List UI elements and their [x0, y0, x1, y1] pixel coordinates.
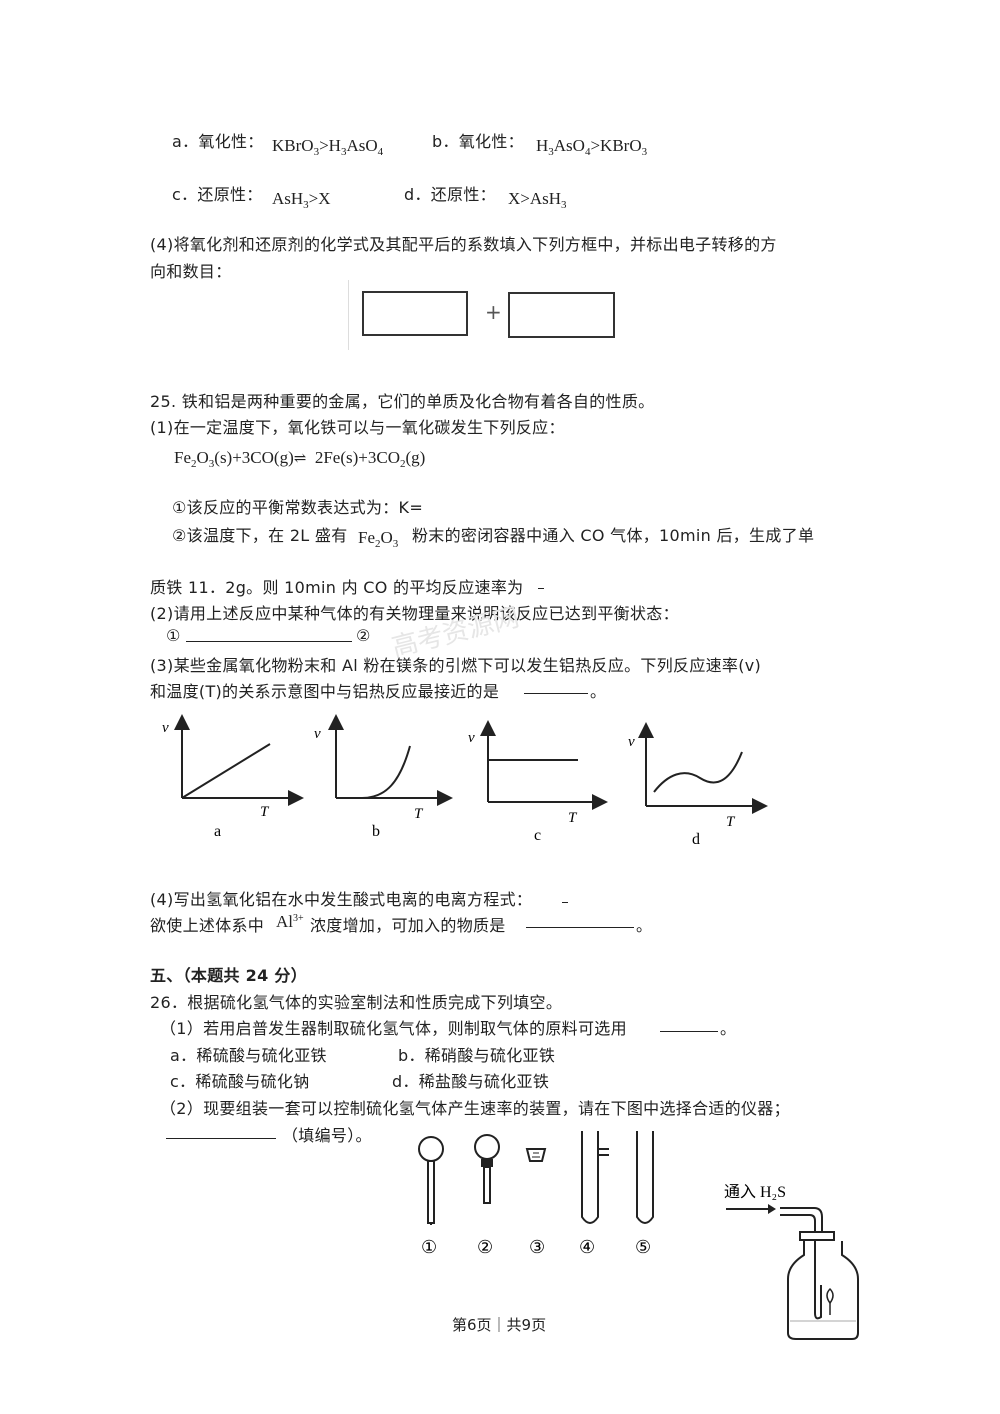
q25-part3-line2: 和温度(T)的关系示意图中与铝热反应最接近的是 — [150, 682, 500, 701]
q26-part1-blank[interactable] — [660, 1031, 718, 1032]
rate-answer-blank[interactable] — [538, 588, 544, 589]
graph-b-curve — [336, 745, 411, 799]
q26-part2: （2）现要组装一套可以控制硫化氢气体产生速率的装置，请在下图中选择合适的仪器； — [160, 1099, 790, 1118]
q26-opt-b: b．稀硝酸与硫化亚铁 — [398, 1046, 556, 1065]
q25-part3-line1: (3)某些金属氧化物粉末和 Al 粉在镁条的引燃下可以发生铝热反应。下列反应速率… — [150, 656, 762, 675]
q26-opt-d: d．稀盐酸与硫化亚铁 — [392, 1072, 550, 1091]
q25-part1: (1)在一定温度下，氧化铁可以与一氧化碳发生下列反应： — [150, 418, 565, 437]
apparatus-3-stopper[interactable] — [525, 1148, 547, 1162]
graph-a-t-label: T — [260, 804, 270, 820]
oxidant-answer-box[interactable] — [362, 291, 468, 336]
q25-part4-line1: (4)写出氢氧化铝在水中发生酸式电离的电离方程式： — [150, 890, 533, 909]
page-footer: 第6页｜共9页 — [452, 1316, 547, 1334]
graph-c-v-label: v — [468, 730, 475, 746]
option-a-formula: KBrO3>H3AsO4 — [272, 136, 384, 158]
q26-part2-blank[interactable] — [166, 1138, 276, 1139]
graph-a-curve — [181, 743, 271, 799]
q25-part4-line2a: 欲使上述体系中 — [150, 916, 265, 935]
apparatus-label-3: ③ — [529, 1237, 545, 1257]
part2-answer-blank-1[interactable] — [186, 641, 352, 642]
apparatus-5-test-tube[interactable] — [636, 1131, 654, 1224]
q25-sub2-formula: Fe2O3 — [358, 528, 399, 550]
option-b-label: b．氧化性： — [432, 132, 524, 151]
part4-end: 。 — [636, 916, 653, 935]
graph-c-label: c — [534, 827, 541, 844]
apparatus-4-side-arm-tube[interactable] — [581, 1131, 609, 1224]
graph-c-t-label: T — [568, 810, 578, 826]
apparatus-label-2: ② — [477, 1237, 493, 1257]
q26-title: 26．根据硫化氢气体的实验室制法和性质完成下列填空。 — [150, 993, 563, 1012]
option-d-formula: X>AsH3 — [508, 189, 567, 211]
apparatus-1-funnel[interactable] — [418, 1136, 444, 1225]
graph-b-label: b — [372, 823, 380, 840]
graph-d[interactable]: v T d — [628, 722, 768, 848]
apparatus-label-5: ⑤ — [635, 1237, 651, 1257]
q26-part1-end: 。 — [720, 1019, 737, 1038]
graph-d-label: d — [692, 831, 700, 848]
faint-divider — [348, 280, 349, 350]
graph-a-label: a — [214, 823, 221, 840]
q25-part2: (2)请用上述反应中某种气体的有关物理量来说明该反应已达到平衡状态： — [150, 604, 679, 623]
inlet-tube-outer — [780, 1207, 823, 1233]
graph-b[interactable]: v T b — [314, 714, 453, 840]
q26-part1: （1）若用启普发生器制取硫化氢气体，则制取气体的原料可选用 — [160, 1019, 627, 1038]
section5-heading: 五、（本题共 24 分） — [150, 966, 308, 985]
part2-blank2-marker: ② — [356, 626, 371, 645]
bottle-label: 通入 H₂S — [724, 1183, 786, 1201]
reductant-answer-box[interactable] — [508, 292, 615, 338]
part4-answer-blank[interactable] — [526, 927, 634, 928]
apparatus-2-funnel[interactable] — [474, 1134, 500, 1204]
reaction-equation: Fe2O3(s)+3CO(g)⇌ 2Fe(s)+3CO2(g) — [174, 448, 426, 470]
option-c-formula: AsH3>X — [272, 189, 331, 211]
q25-sub1: ①该反应的平衡常数表达式为：K= — [172, 498, 424, 517]
bottle-body — [787, 1241, 859, 1340]
flame-icon — [826, 1287, 834, 1305]
q25-part4-line2b: 浓度增加，可加入的物质是 — [310, 916, 506, 935]
graph-d-curve — [653, 751, 743, 793]
apparatus-figure: ① ② ③ ④ ⑤ — [418, 1131, 654, 1257]
q26-opt-a: a．稀硫酸与硫化亚铁 — [170, 1046, 327, 1065]
part3-answer-blank[interactable] — [524, 693, 588, 694]
q24-4-line2: 向和数目： — [150, 262, 232, 281]
option-b-formula: H3AsO4>KBrO3 — [536, 136, 648, 158]
graph-a[interactable]: v T a — [162, 714, 304, 840]
q25-sub2-b: 粉末的密闭容器中通入 CO 气体，10min 后，生成了单 — [412, 526, 815, 545]
part2-blank1-marker: ① — [166, 626, 181, 645]
al-ion: Al3+ — [276, 912, 304, 931]
inlet-tube-inner — [780, 1214, 816, 1233]
graph-d-v-label: v — [628, 734, 635, 750]
graph-d-t-label: T — [726, 814, 736, 830]
plus-sign: + — [485, 300, 502, 324]
gas-bottle-figure: 通入 H₂S — [724, 1183, 859, 1340]
part3-end: 。 — [590, 682, 607, 701]
graph-b-v-label: v — [314, 726, 321, 742]
q26-opt-c: c．稀硫酸与硫化钠 — [170, 1072, 310, 1091]
rate-temperature-graphs: v T a v T b v T c v T d — [162, 714, 768, 848]
bottle-stopper — [799, 1231, 835, 1241]
q25-sub2-a: ②该温度下，在 2L 盛有 — [172, 526, 348, 545]
ionization-answer-blank[interactable] — [562, 902, 568, 903]
flow-arrow-head — [768, 1204, 776, 1214]
q24-4-line1: (4)将氧化剂和还原剂的化学式及其配平后的系数填入下列方框中，并标出电子转移的方 — [150, 235, 777, 254]
option-d-label: d．还原性： — [404, 185, 496, 204]
q25-sub2-c: 质铁 11．2g。则 10min 内 CO 的平均反应速率为 — [150, 578, 524, 597]
option-c-label: c．还原性： — [172, 185, 263, 204]
q25-title: 25. 铁和铝是两种重要的金属，它们的单质及化合物有着各自的性质。 — [150, 392, 655, 411]
graph-c[interactable]: v T c — [468, 720, 608, 844]
apparatus-label-4: ④ — [579, 1237, 595, 1257]
graph-a-v-label: v — [162, 720, 169, 736]
graph-b-t-label: T — [414, 806, 424, 822]
option-a-label: a．氧化性： — [172, 132, 264, 151]
apparatus-label-1: ① — [421, 1237, 437, 1257]
q26-part2-fill: （填编号）。 — [282, 1126, 372, 1145]
